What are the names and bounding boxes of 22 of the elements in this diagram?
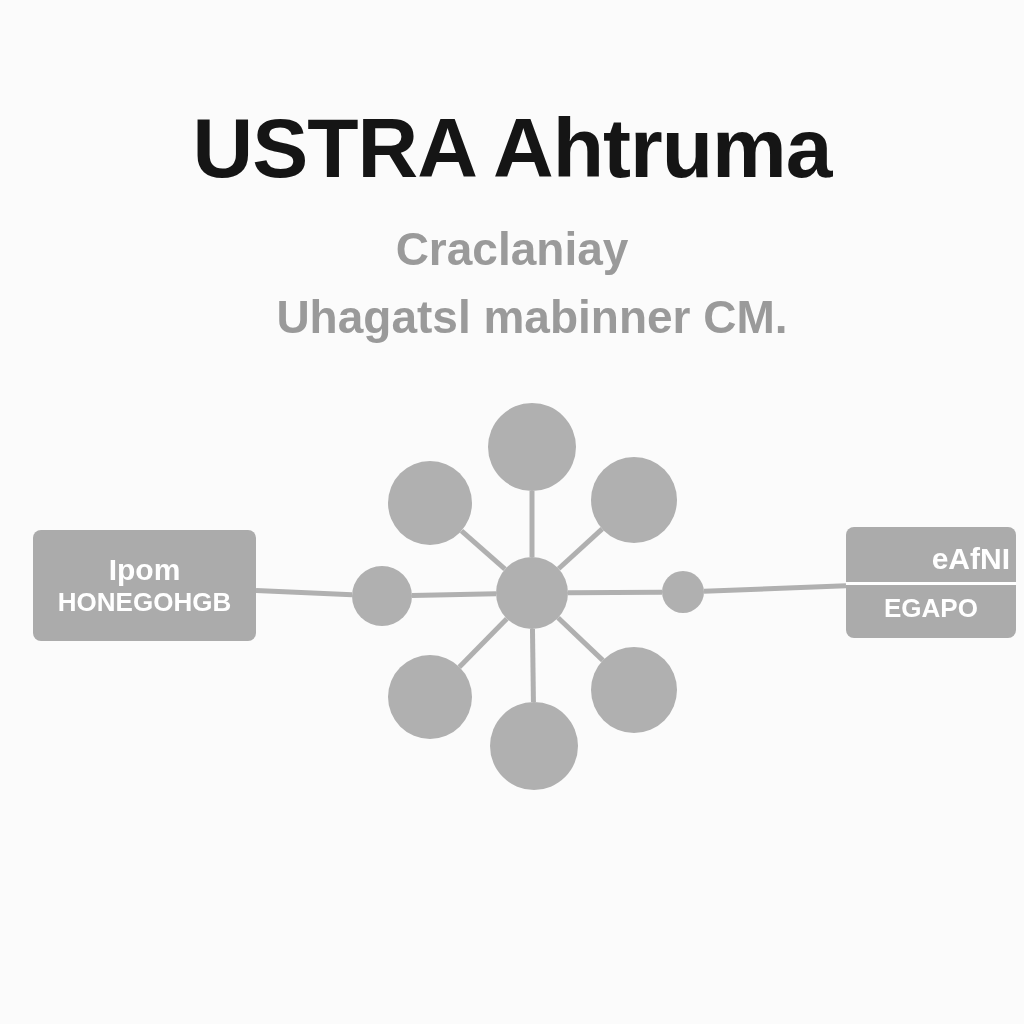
subtitle-text: Craclaniay [394,222,630,276]
box-text: EGAPO [884,592,978,624]
label-box [846,527,1016,638]
connector-line [556,616,605,663]
connector-line [255,587,353,598]
circle-node [496,557,568,629]
connector-line [703,583,847,594]
connector-line [411,591,497,598]
circle-node [352,566,412,626]
box-text: HONEGOHGB [57,587,232,618]
connector-line [568,589,662,596]
box-heading: eAfNI [846,541,1016,585]
connector-line [529,628,536,703]
diagram-title: USTRA Ahtruma [191,100,834,197]
circle-node [662,571,704,613]
connector-line [459,528,507,572]
connector-line [556,527,604,571]
connector-line [529,491,535,557]
subtitle-text: Uhagatsl mabinner CM. [275,290,789,344]
connector-line [457,616,509,669]
label-box [33,530,256,641]
box-heading: Ipom [108,553,181,587]
